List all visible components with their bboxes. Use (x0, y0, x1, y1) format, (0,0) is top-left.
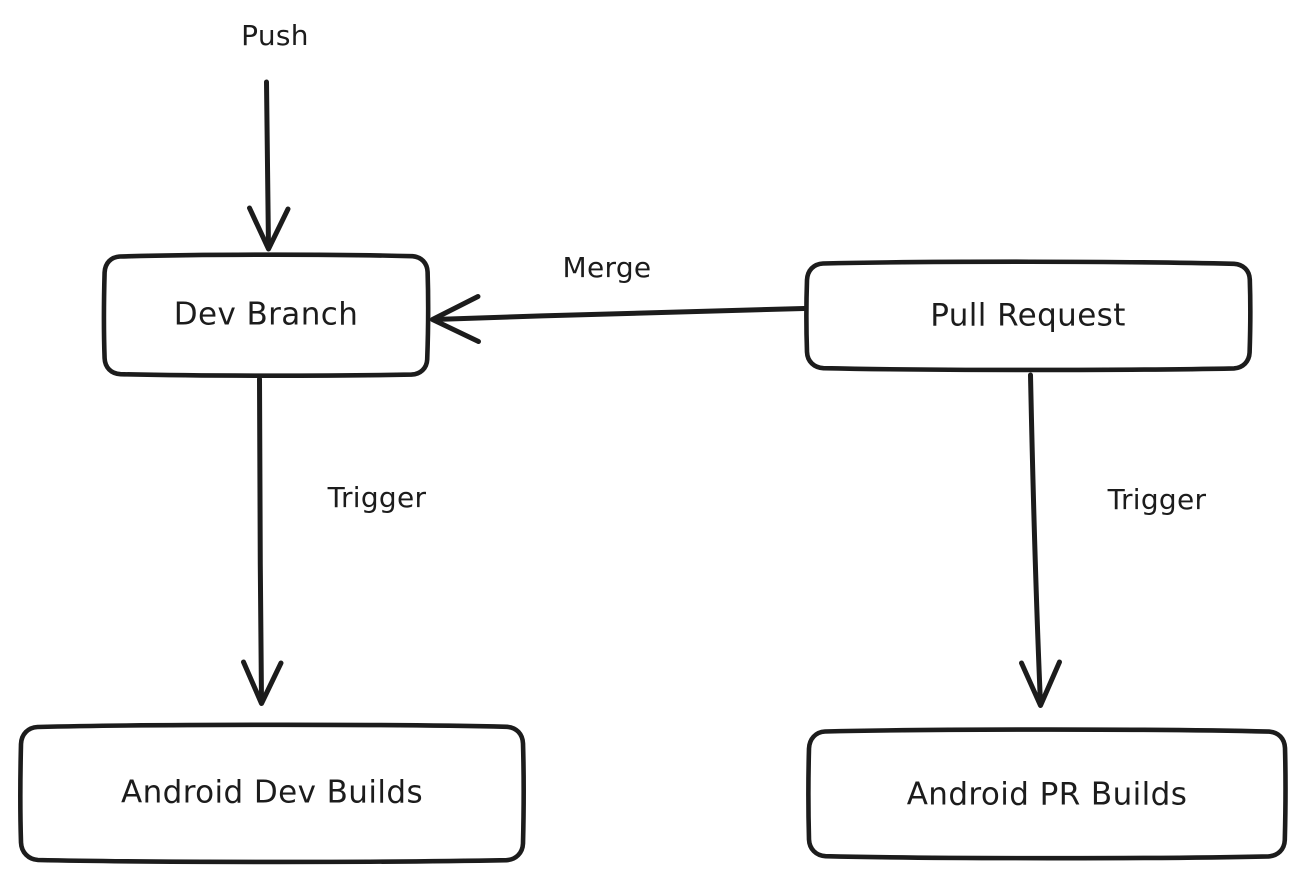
edge-label-merge: Merge (563, 251, 652, 284)
edge-merge-line (431, 306, 807, 322)
node-android-pr-builds[interactable]: Android PR Builds (806, 727, 1288, 861)
node-pull-request-label: Pull Request (930, 298, 1126, 334)
edge-trigger-dev-arrowhead (241, 659, 284, 706)
edge-trigger-dev-line (257, 376, 264, 705)
edge-trigger-pr (1019, 372, 1062, 708)
node-android-dev-builds[interactable]: Android Dev Builds (18, 722, 526, 865)
edge-push (247, 79, 291, 252)
node-dev-branch[interactable]: Dev Branch (101, 252, 431, 378)
node-android-pr-builds-shape (806, 727, 1288, 861)
edge-trigger-dev (241, 376, 284, 706)
node-android-dev-builds-label: Android Dev Builds (121, 775, 423, 811)
edge-push-line (264, 79, 271, 251)
node-android-dev-builds-shape (18, 722, 526, 865)
edge-label-trigger-pr: Trigger (1107, 483, 1207, 516)
node-android-pr-builds-label: Android PR Builds (907, 777, 1188, 813)
edge-merge (430, 294, 807, 344)
edge-push-arrowhead (247, 205, 291, 252)
node-pull-request-shape (804, 259, 1253, 373)
node-dev-branch-shape (101, 252, 431, 378)
edge-trigger-pr-line (1028, 372, 1043, 707)
edge-trigger-pr-arrowhead (1019, 659, 1062, 708)
edge-label-trigger-dev: Trigger (327, 481, 427, 514)
node-pull-request[interactable]: Pull Request (804, 259, 1253, 373)
edge-label-push: Push (241, 19, 309, 52)
edge-merge-arrowhead (430, 294, 481, 344)
node-dev-branch-label: Dev Branch (174, 297, 359, 333)
